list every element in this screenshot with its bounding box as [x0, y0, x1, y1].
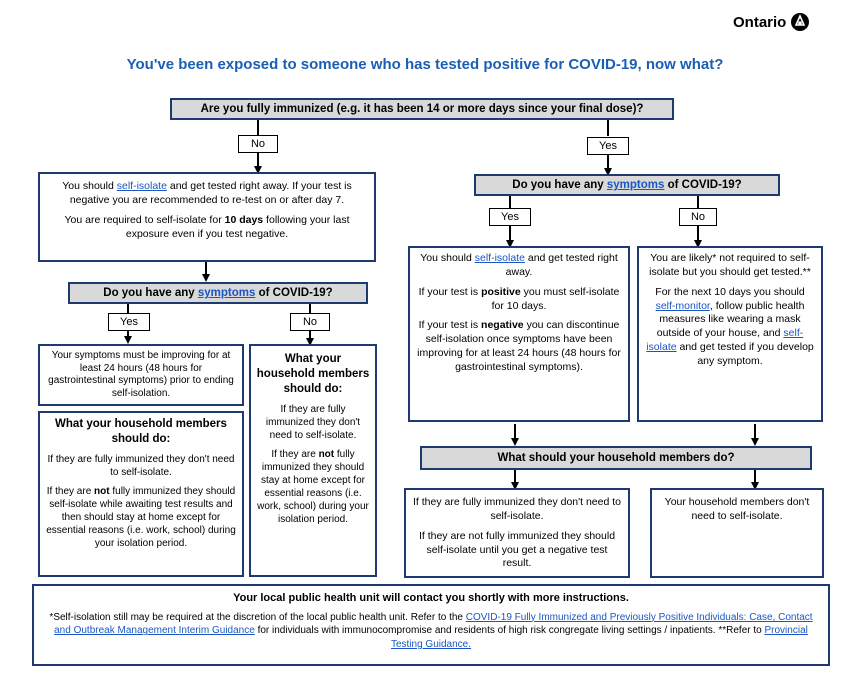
household-text-2b: fully immunized they should self-isolate…: [46, 485, 236, 549]
isolate-text-2: and get tested right away. If your test …: [69, 180, 352, 206]
sym-text-1: You should: [420, 252, 475, 264]
symptomatic-instructions-box: You should self-isolate and get tested r…: [408, 246, 630, 422]
self-isolate-link-2[interactable]: self-isolate: [474, 252, 525, 264]
isolate-text-3: You are required to self-isolate for: [64, 213, 225, 226]
symptoms-improving-box: Your symptoms must be improving for at l…: [38, 344, 244, 406]
no-label-symptoms-left: No: [290, 313, 330, 331]
asym-text-3: , follow public health measures like wea…: [656, 299, 805, 340]
household-text-3: If they are fully immunized they don't n…: [265, 403, 361, 441]
household-heading-2: What your household members should do:: [256, 353, 370, 395]
household-bold-not-2: not: [318, 448, 335, 460]
household-text-1: If they are fully immunized they don't n…: [47, 453, 235, 478]
question-symptoms-left: Do you have any symptoms of COVID-19?: [68, 282, 368, 304]
sym-text-4: you must self-isolate for 10 days.: [491, 285, 620, 312]
asym-text-4: and get tested if you develop any sympto…: [676, 341, 814, 368]
household-box-symptomatic: If they are fully immunized they don't n…: [404, 488, 630, 578]
household-text-2a: If they are: [46, 485, 95, 497]
sym-text-2: and get tested right away.: [505, 252, 618, 278]
yes-label-immunized: Yes: [587, 137, 629, 155]
self-monitor-link[interactable]: self-monitor: [655, 299, 710, 312]
household-instructions-box-left: What your household members should do: I…: [38, 411, 244, 577]
yes-label-symptoms-right: Yes: [489, 208, 531, 226]
footer-notes: Your local public health unit will conta…: [32, 584, 830, 666]
no-label-immunized: No: [238, 135, 278, 153]
symptoms-q-pre: Do you have any: [103, 287, 195, 299]
household-box-asymptomatic: Your household members don't need to sel…: [650, 488, 824, 578]
hh-asym-text: Your household members don't need to sel…: [664, 496, 810, 522]
household-text-4a: If they are: [271, 448, 319, 460]
asym-text-2: For the next 10 days you should: [655, 285, 805, 298]
isolate-instructions-box: You should self-isolate and get tested r…: [38, 172, 376, 262]
household-heading: What your household members should do:: [55, 418, 227, 445]
symptoms-link-left[interactable]: symptoms: [197, 287, 256, 299]
self-isolate-link[interactable]: self-isolate: [116, 180, 167, 192]
symptoms-q-post: of COVID-19?: [258, 287, 333, 299]
sym-text-6: you can discontinue self-isolation once …: [417, 319, 621, 374]
asymptomatic-instructions-box: You are likely* not required to self-iso…: [637, 246, 823, 422]
no-label-symptoms-right: No: [679, 208, 717, 226]
question-symptoms-right: Do you have any symptoms of COVID-19?: [474, 174, 780, 196]
sym-bold-negative: negative: [481, 319, 524, 332]
ontario-logo: Ontario: [733, 12, 810, 32]
sym-bold-positive: positive: [481, 285, 521, 298]
page-title: You've been exposed to someone who has t…: [126, 56, 724, 73]
household-bold-not: not: [94, 485, 110, 497]
symptoms-q-pre-2: Do you have any: [512, 179, 604, 191]
guidance-link[interactable]: COVID-19 Fully Immunized and Previously …: [54, 611, 813, 637]
sym-text-5: If your test is: [418, 319, 482, 332]
isolate-bold-days: 10 days: [224, 213, 264, 226]
sym-text-3: If your test is: [418, 285, 482, 298]
symptoms-q-post-2: of COVID-19?: [667, 179, 742, 191]
yes-label-symptoms-left: Yes: [108, 313, 150, 331]
hh-sym-text-1: If they are fully immunized they don't n…: [412, 496, 622, 522]
footer-heading: Your local public health unit will conta…: [233, 592, 629, 604]
hh-sym-text-2: If they are not fully immunized they sho…: [418, 529, 616, 570]
logo-text: Ontario: [733, 13, 787, 31]
trillium-icon: [791, 13, 810, 31]
question-immunized: Are you fully immunized (e.g. it has bee…: [170, 98, 674, 120]
footer-text-2: for individuals with immunocompromise an…: [254, 625, 765, 637]
footer-text-1: *Self-isolation still may be required at…: [49, 611, 466, 623]
question-household: What should your household members do?: [420, 446, 812, 470]
household-text-4b: fully immunized they should stay at home…: [257, 448, 369, 525]
household-instructions-box-no-symptoms: What your household members should do: I…: [249, 344, 377, 577]
asym-text-1: You are likely* not required to self-iso…: [649, 252, 811, 278]
symptoms-link-right[interactable]: symptoms: [606, 179, 665, 191]
self-isolate-link-3[interactable]: self-isolate: [646, 327, 804, 354]
isolate-text-1: You should: [62, 180, 117, 192]
testing-guidance-link[interactable]: Provincial Testing Guidance.: [390, 625, 808, 650]
isolate-text-4: following your last exposure even if you…: [125, 213, 350, 240]
